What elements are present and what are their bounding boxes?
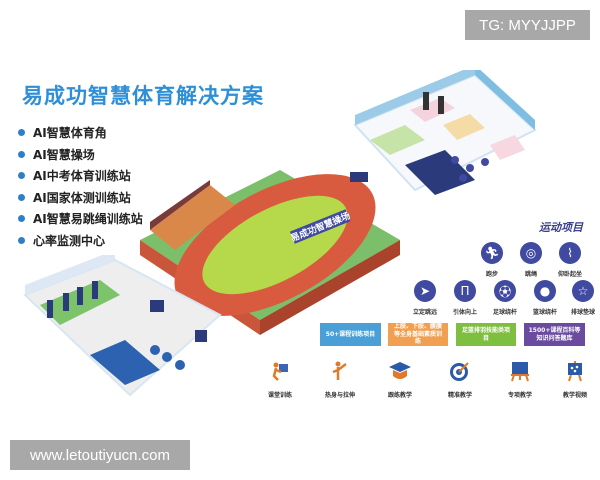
sit-up-icon: ⌇ bbox=[559, 242, 581, 264]
bullet-icon bbox=[18, 172, 25, 180]
teaching-follow: 跟练教学 bbox=[370, 360, 430, 399]
page-title: 易成功智慧体育解决方案 bbox=[22, 84, 264, 108]
indoor-gym-illustration bbox=[353, 70, 537, 195]
watermark-top: TG: MYYJJPP bbox=[465, 10, 590, 40]
bullet-icon bbox=[18, 129, 25, 137]
teaching-precise: 精准教学 bbox=[430, 360, 490, 399]
sport-running: 🏃︎ 跑步 bbox=[467, 242, 517, 278]
feature-box-fitness: 上肢、下肢、腰腹等全身基础素质训练 bbox=[388, 323, 448, 346]
bullet-icon bbox=[18, 150, 25, 158]
jump-rope-icon: ◎ bbox=[520, 242, 542, 264]
teaching-special: 专项教学 bbox=[490, 360, 550, 399]
sport-pull-up: Π 引体向上 bbox=[440, 280, 490, 316]
feature-list: AI智慧体育角 AI智慧操场 AI中考体育训练站 AI国家体测训练站 AI智慧易… bbox=[18, 122, 143, 251]
stadium-illustration: 易成功智慧操场 bbox=[140, 170, 400, 335]
football-dribble-icon: ⚽︎ bbox=[494, 280, 516, 302]
feature-item: AI智慧易跳绳训练站 bbox=[18, 208, 143, 230]
basketball-dribble-icon: ● bbox=[534, 280, 556, 302]
target-icon bbox=[449, 360, 471, 382]
running-icon: 🏃︎ bbox=[481, 242, 503, 264]
bullet-icon bbox=[18, 236, 25, 244]
classroom-training-icon bbox=[269, 360, 291, 382]
sport-basketball: ● 篮球绕杆 bbox=[520, 280, 570, 316]
sport-sit-up: ⌇ 仰卧起坐 bbox=[545, 242, 595, 278]
teaching-video: 教学视频 bbox=[545, 360, 600, 399]
pull-up-icon: Π bbox=[454, 280, 476, 302]
feature-item: AI中考体育训练站 bbox=[18, 165, 143, 187]
feature-item: AI智慧体育角 bbox=[18, 122, 143, 144]
feature-box-skills: 足篮排羽技能类项目 bbox=[456, 323, 516, 346]
sport-football: ⚽︎ 足球绕杆 bbox=[480, 280, 530, 316]
teaching-classroom: 课堂训练 bbox=[250, 360, 310, 399]
feature-item: AI智慧操场 bbox=[18, 144, 143, 166]
bullet-icon bbox=[18, 215, 25, 223]
graduation-cap-icon bbox=[388, 360, 412, 382]
volleyball-icon: ☆ bbox=[572, 280, 594, 302]
feature-box-quiz: 1500+课程百科等知识问答题库 bbox=[524, 323, 585, 346]
sport-volleyball: ☆ 排球垫球 bbox=[558, 280, 600, 316]
board-icon bbox=[509, 360, 531, 382]
bullet-icon bbox=[18, 193, 25, 201]
feature-item: 心率监测中心 bbox=[18, 230, 143, 252]
teaching-warmup: 热身与拉伸 bbox=[310, 360, 370, 399]
training-station-illustration bbox=[23, 255, 222, 397]
watermark-bottom: www.letoutiyucn.com bbox=[10, 440, 190, 470]
sport-jump-rope: ◎ 跳绳 bbox=[506, 242, 556, 278]
long-jump-icon: ➤ bbox=[414, 280, 436, 302]
sports-section-title: 运动项目 bbox=[539, 221, 583, 234]
video-board-icon bbox=[564, 360, 586, 382]
sport-long-jump: ➤ 立定跳远 bbox=[400, 280, 450, 316]
warmup-stretch-icon bbox=[329, 360, 351, 382]
feature-item: AI国家体测训练站 bbox=[18, 187, 143, 209]
feature-box-courses: 50+课程训练项目 bbox=[320, 323, 381, 346]
